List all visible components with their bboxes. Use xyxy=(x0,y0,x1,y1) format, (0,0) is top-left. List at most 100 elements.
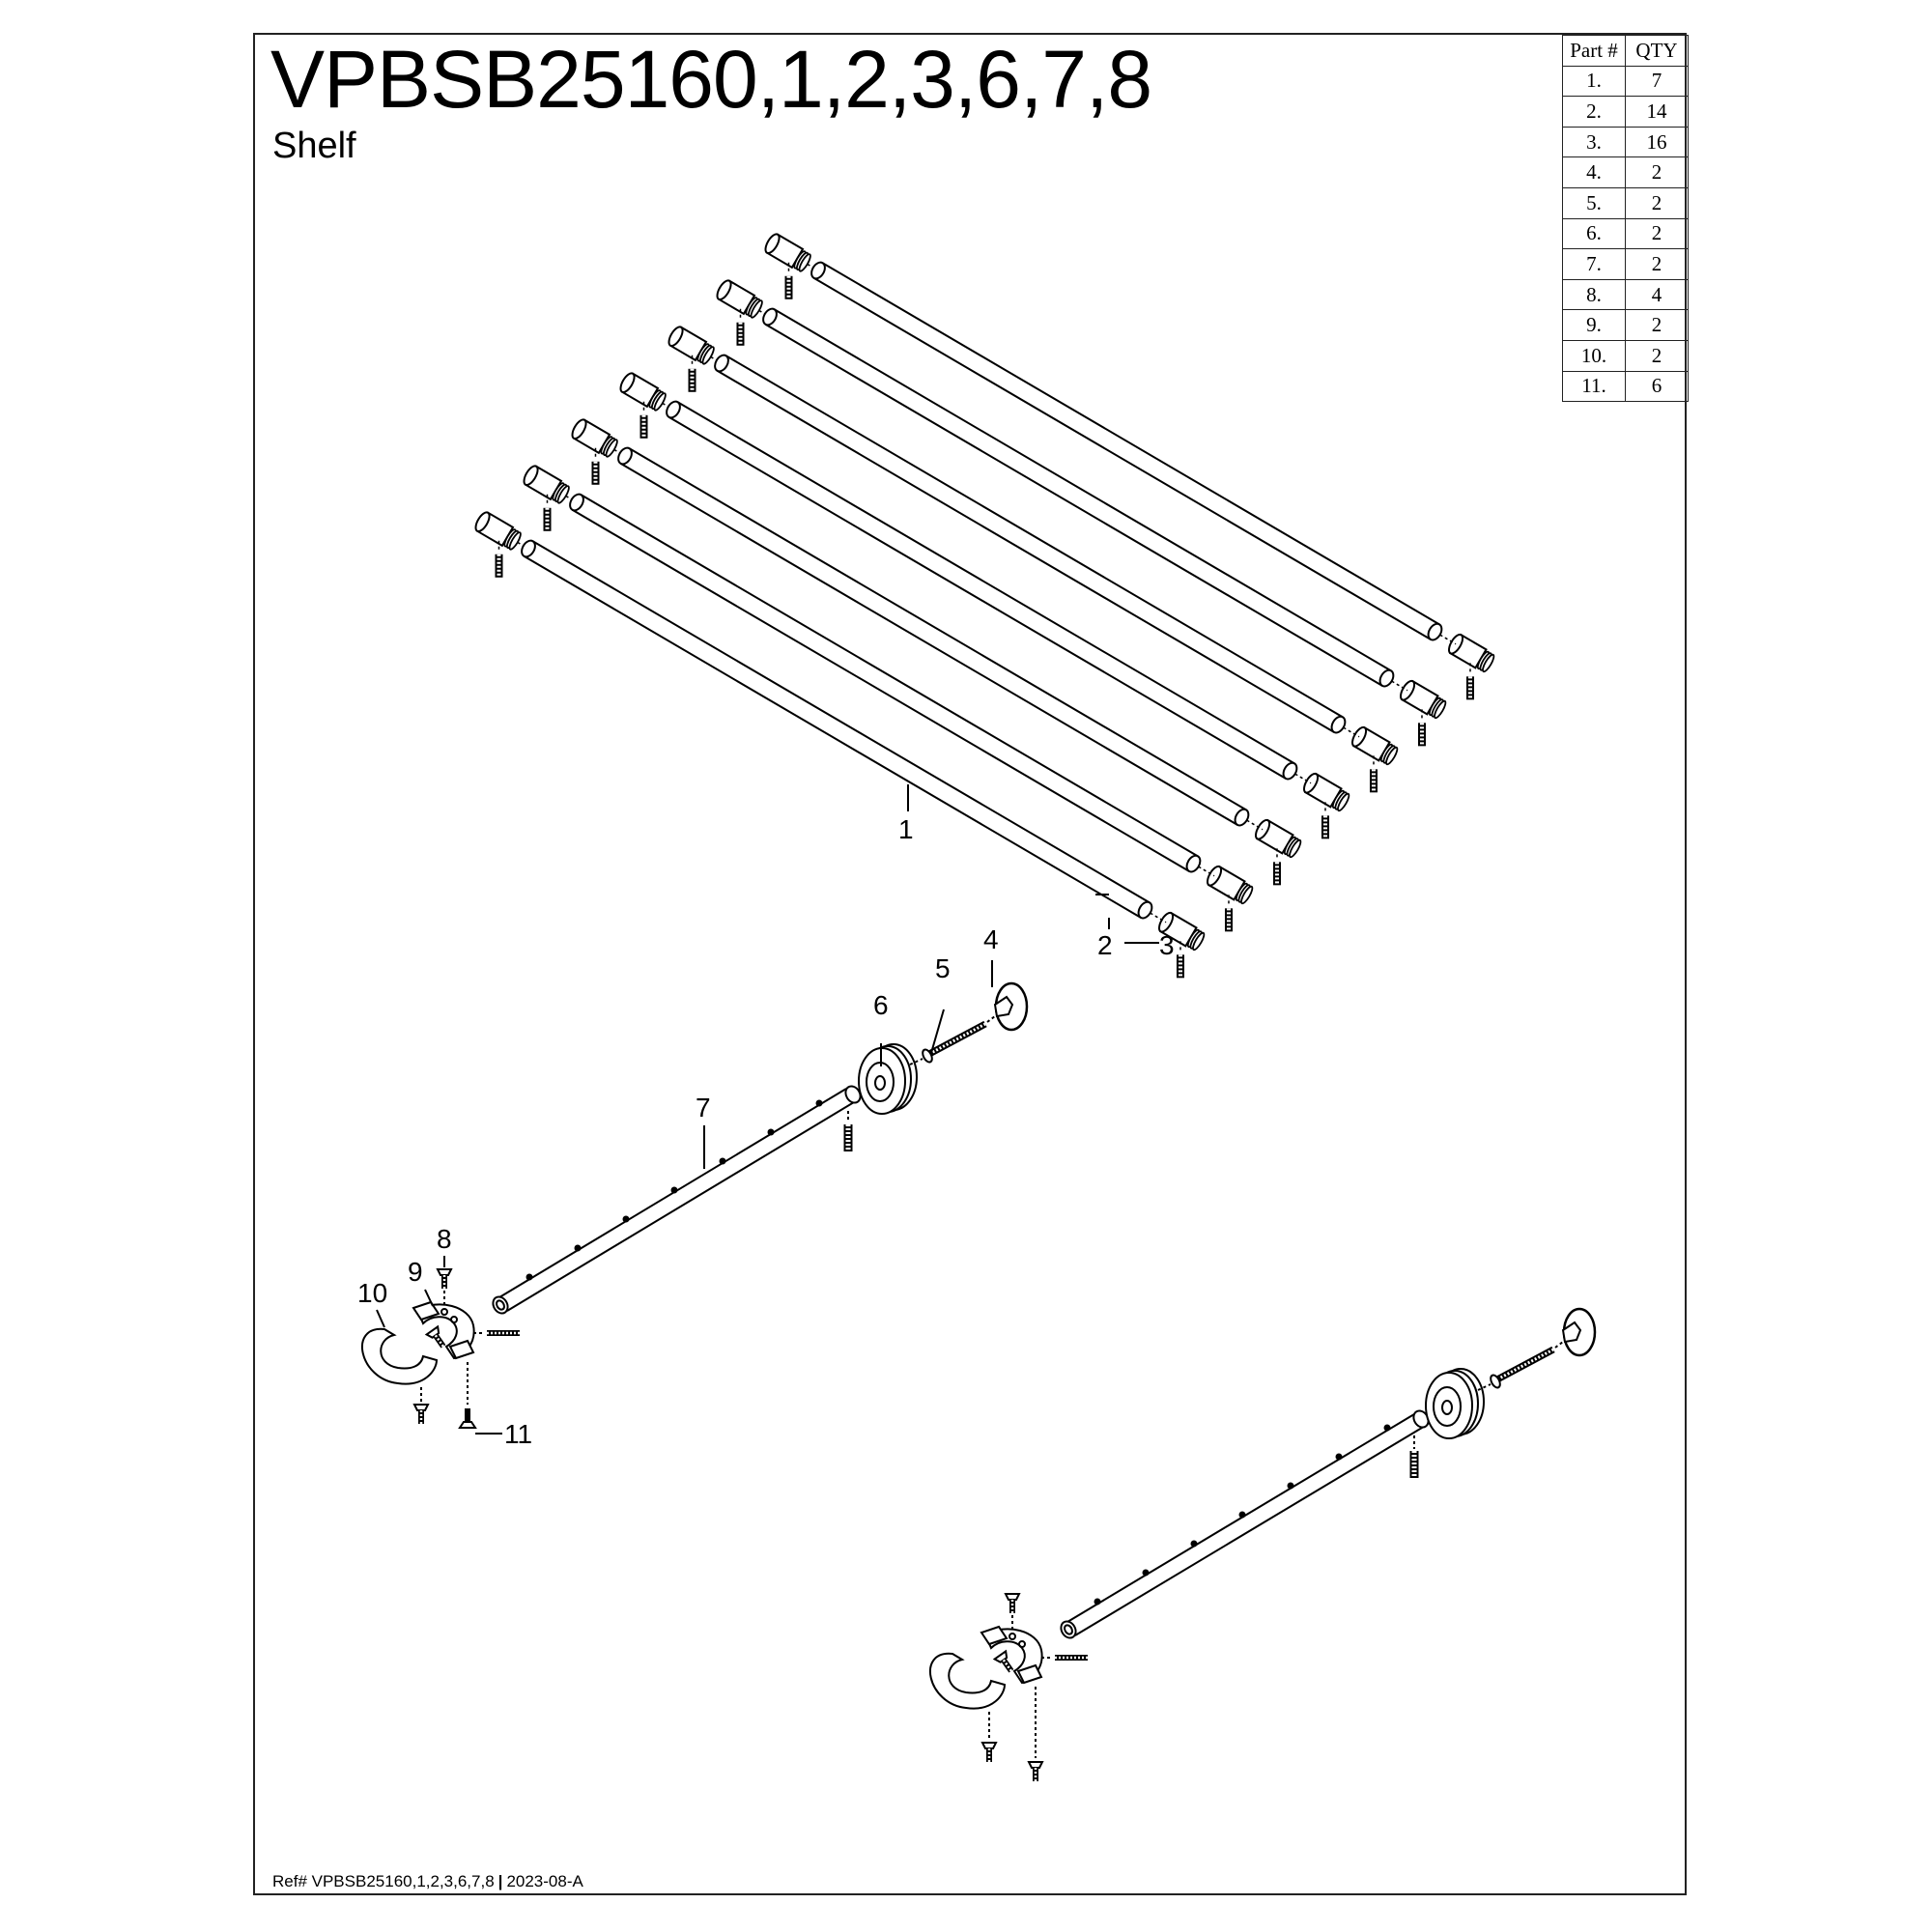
parts-table: Part # QTY 1.7 2.14 3.16 4.2 5.2 6.2 7.2… xyxy=(1562,35,1689,403)
bracket-collar xyxy=(980,1625,1043,1685)
footer-separator: | xyxy=(497,1872,503,1890)
part-number: 7. xyxy=(1562,248,1626,280)
table-row: 11.6 xyxy=(1562,370,1689,403)
callout-leaders xyxy=(376,784,1159,1435)
callout-11: 11 xyxy=(504,1419,532,1449)
c-hook xyxy=(928,1652,1007,1710)
parts-table-header: Part # QTY xyxy=(1562,35,1689,67)
wall-anchor xyxy=(993,981,1029,1032)
callout-5: 5 xyxy=(935,953,951,983)
part-qty: 16 xyxy=(1625,126,1689,158)
wall-flange xyxy=(858,1043,918,1115)
assembly-guide xyxy=(807,263,814,269)
table-row: 7.2 xyxy=(1562,248,1689,280)
col-header-part: Part # xyxy=(1562,35,1626,67)
end-cap-thread xyxy=(701,346,715,365)
page-subtitle: Shelf xyxy=(272,126,356,166)
support-rod xyxy=(1060,1409,1430,1639)
wall-screw xyxy=(922,1020,987,1064)
table-row: 10.2 xyxy=(1562,339,1689,372)
end-cap-thread xyxy=(508,531,522,551)
end-cap-thread xyxy=(1385,746,1399,766)
part-number: 11. xyxy=(1562,370,1626,403)
shelf-bar xyxy=(716,355,1344,733)
part-qty: 2 xyxy=(1625,309,1689,341)
reference-footer: Ref# VPBSB25160,1,2,3,6,7,8|2023-08-A xyxy=(272,1872,583,1891)
reference-number: Ref# VPBSB25160,1,2,3,6,7,8 xyxy=(272,1872,495,1890)
page-title: VPBSB25160,1,2,3,6,7,8 xyxy=(270,34,1152,125)
table-row: 2.14 xyxy=(1562,96,1689,128)
shelf-bars-group xyxy=(474,233,1495,979)
callout-4: 4 xyxy=(983,924,999,954)
part-qty: 2 xyxy=(1625,217,1689,250)
wall-screw xyxy=(1490,1346,1555,1389)
part-number: 6. xyxy=(1562,217,1626,250)
part-number: 3. xyxy=(1562,126,1626,158)
shelf-bar xyxy=(812,262,1440,640)
end-cap-thread xyxy=(605,439,618,458)
bottom-screw xyxy=(414,1405,428,1424)
callout-10: 10 xyxy=(357,1278,387,1308)
bottom-screw-11 xyxy=(458,1408,477,1429)
callout-3: 3 xyxy=(1159,930,1175,960)
part-qty: 2 xyxy=(1625,339,1689,372)
callout-labels: 1 2 3 4 5 6 7 8 9 10 11 xyxy=(357,814,1175,1449)
end-cap-thread xyxy=(653,392,667,412)
end-cap-thread xyxy=(798,253,811,272)
end-cap-face xyxy=(474,511,491,533)
part-qty: 6 xyxy=(1625,370,1689,403)
callout-1: 1 xyxy=(898,814,914,844)
callout-7: 7 xyxy=(696,1093,711,1122)
assembly-guide xyxy=(565,495,573,500)
part-qty: 2 xyxy=(1625,186,1689,219)
end-cap-thread xyxy=(1337,792,1350,812)
shelf-bar xyxy=(523,540,1151,919)
end-cap-thread xyxy=(750,299,763,319)
wall-flange xyxy=(1425,1368,1485,1439)
end-cap-thread xyxy=(1240,885,1254,905)
bottom-screw xyxy=(1029,1762,1042,1781)
shelf-bar xyxy=(571,494,1199,872)
shelf-bar xyxy=(619,447,1247,826)
table-row: 3.16 xyxy=(1562,126,1689,158)
part-number: 8. xyxy=(1562,278,1626,311)
bottom-screw xyxy=(982,1743,996,1762)
assembly-guide xyxy=(710,355,718,361)
shelf-bar xyxy=(668,401,1295,780)
part-number: 10. xyxy=(1562,339,1626,372)
c-hook xyxy=(360,1327,439,1385)
table-row: 9.2 xyxy=(1562,309,1689,341)
top-set-screw xyxy=(438,1269,451,1289)
callout-2: 2 xyxy=(1097,930,1113,960)
callout-8: 8 xyxy=(437,1224,452,1254)
drawing-frame xyxy=(253,33,1687,1895)
end-cap-face xyxy=(523,465,539,487)
end-cap-face xyxy=(619,372,636,394)
revision: 2023-08-A xyxy=(506,1872,583,1890)
callout-6: 6 xyxy=(873,990,889,1020)
table-row: 4.2 xyxy=(1562,156,1689,188)
bracket-assembly-right xyxy=(928,1307,1597,1781)
bracket-assembly-left xyxy=(360,981,1029,1429)
col-header-qty: QTY xyxy=(1625,35,1689,67)
assembly-guide xyxy=(758,309,766,315)
end-cap-face xyxy=(571,418,587,440)
end-cap-thread xyxy=(1289,838,1302,859)
assembly-guide xyxy=(662,402,669,408)
callout-9: 9 xyxy=(408,1257,423,1287)
part-number: 4. xyxy=(1562,156,1626,188)
wall-anchor xyxy=(1561,1307,1597,1357)
end-cap-face xyxy=(716,279,732,301)
bracket-collar xyxy=(412,1300,475,1360)
table-row: 8.4 xyxy=(1562,278,1689,311)
end-cap-thread xyxy=(1192,931,1206,952)
part-qty: 2 xyxy=(1625,156,1689,188)
shelf-bar xyxy=(764,308,1392,687)
assembly-guide xyxy=(613,448,621,454)
end-cap-thread xyxy=(1482,653,1495,673)
end-cap-face xyxy=(764,233,781,255)
end-cap-thread xyxy=(556,485,570,504)
table-row: 6.2 xyxy=(1562,217,1689,250)
assembly-guide xyxy=(517,541,525,547)
